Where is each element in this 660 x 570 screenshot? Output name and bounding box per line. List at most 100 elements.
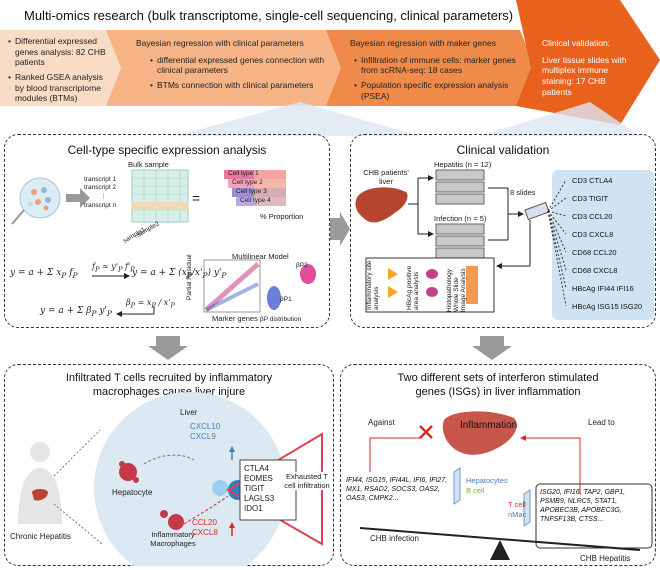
equals-sign: = xyxy=(192,190,201,206)
stage-4-bullet-1: Liver tissue slides with multiplex immun… xyxy=(542,54,627,97)
beta-p2-label: βP2 xyxy=(296,262,308,269)
left-cell-icon xyxy=(453,467,461,505)
hepatitis-label: Hepatitis (n = 12) xyxy=(434,160,492,169)
right-gene-box xyxy=(535,483,653,549)
cxcl9-label: CXCL9 xyxy=(190,432,216,441)
infection-label: Infection (n = 5) xyxy=(434,214,487,223)
formula-beta: βP = xP / x'P xyxy=(126,298,175,310)
liver-icon xyxy=(355,187,408,223)
gene-tigit: TIGIT xyxy=(244,484,265,493)
tissue-dish-icon xyxy=(11,177,61,225)
arrow-down-left-icon xyxy=(148,336,188,360)
liver-circle xyxy=(94,392,286,566)
transcript-1-label: transcript 1 xyxy=(84,176,117,183)
human-figure-icon xyxy=(18,442,62,524)
single-slide-icon xyxy=(524,201,550,221)
exhaustion-genes: CTLA4 EOMES TIGIT LAGLS3 IDO1 xyxy=(244,464,274,514)
panel-a-title: Cell-type specific expression analysis xyxy=(67,143,267,157)
stage-2-shape xyxy=(106,30,345,106)
cxcl10-label: CXCL10 xyxy=(190,422,221,431)
exhaustion-gene-box xyxy=(239,459,297,521)
stage-1-bullet-2: Ranked GSEA analysis by blood transcript… xyxy=(14,71,103,104)
stage-2-head: Bayesian regression with clinical parame… xyxy=(136,38,304,48)
stage-3-head: Bayesian regression with maker genes xyxy=(350,38,496,48)
balance-scale xyxy=(359,527,641,560)
marker-box xyxy=(552,170,654,320)
marker-4: CD3 CXCL8 xyxy=(572,230,614,239)
panel-clinical-validation xyxy=(350,134,656,328)
gene-lagls3: LAGLS3 xyxy=(244,494,275,503)
arrow-to-validation-icon xyxy=(330,212,350,246)
arrow-right-icon xyxy=(66,188,90,208)
panel-isgs xyxy=(340,364,656,566)
marker-2: CD3 TIGIT xyxy=(572,194,609,203)
macrophage-icon xyxy=(160,510,184,530)
proportion-label: % Proportion xyxy=(260,212,304,221)
bulk-sample-grid xyxy=(131,169,189,223)
panel-b-graphics xyxy=(355,169,654,320)
stage-4-shape xyxy=(516,0,660,125)
pipeline-arrow xyxy=(0,0,660,125)
panel-c-title-1: Infiltrated T cells recruited by inflamm… xyxy=(65,372,273,384)
hepatocyte-label: Hepatocyte xyxy=(112,488,153,497)
right-cell-icon xyxy=(523,489,531,527)
panel-c-graphics xyxy=(18,392,323,566)
gene-eomes: EOMES xyxy=(244,474,273,483)
panel-d-graphics xyxy=(359,411,653,560)
macrophages-label: Inflammatory Macrophages xyxy=(150,530,196,548)
formula-2: y = a + Σ (xP/x'P) y'P xyxy=(132,268,227,280)
marker-6: CD68 CXCL8 xyxy=(572,266,618,275)
cell-type-1-label: Cell type 1 xyxy=(228,170,259,177)
stage-2-bullet-1: differential expressed genes connection … xyxy=(156,54,325,76)
play-icon-1 xyxy=(388,268,398,280)
nmac-label: nMac xyxy=(508,510,527,519)
liver-label: Liver xyxy=(180,408,198,417)
marker-genes-label: Marker genes xyxy=(212,314,258,323)
marker-list: CD3 CTLA4 CD3 TIGIT CD3 CCL20 CD3 CXCL8 … xyxy=(552,170,656,320)
marker-8: HBcAg ISG15 ISG20 xyxy=(572,302,643,311)
play-icon-2 xyxy=(388,286,398,298)
cxcl8-label: CXCL8 xyxy=(192,528,218,537)
page-title: Multi-omics research (bulk transcriptome… xyxy=(24,8,514,23)
tcell-label: T cell xyxy=(508,500,526,509)
stage-4: Clinical validation: Liver tissue slides… xyxy=(542,38,632,97)
partial-residual-plot xyxy=(203,259,261,313)
gene-ido1: IDO1 xyxy=(244,504,263,513)
analysis-2: HBcAg positive area analysis xyxy=(406,265,420,310)
exhausted-label: Exhausted T cell infiltration xyxy=(284,472,330,490)
panel-d-title-2: genes (ISGs) in liver inflammation xyxy=(415,386,581,398)
right-gene-list: ISG20, IFI16, TAP2, GBP1, PSMB9, NLRC5, … xyxy=(540,489,626,524)
chb-infection-label: CHB infection xyxy=(370,534,419,543)
panel-d-title-1: Two different sets of interferon stimula… xyxy=(397,372,599,384)
slide-stack-infection xyxy=(435,223,485,259)
formula-1: y = a + Σ xP fP xyxy=(10,268,78,280)
patients-liver-label: CHB patients' liver xyxy=(363,168,409,186)
analysis-3: Histopathology Whole Slide Image Analysi… xyxy=(446,268,467,312)
hepatocyte-icon xyxy=(119,461,139,483)
cell-type-4-label: Cell type 4 xyxy=(240,197,271,204)
stage-2-bullet-2: BTMs connection with clinical parameters xyxy=(156,79,314,90)
marker-5: CD68 CCL20 xyxy=(572,248,617,257)
transcript-dots: ⋮ xyxy=(100,193,107,200)
stage-2: Bayesian regression with clinical parame… xyxy=(136,38,325,90)
stage-4-head: Clinical validation: xyxy=(542,38,611,48)
panel-b-title: Clinical validation xyxy=(456,143,550,157)
stage-3-shape xyxy=(326,30,535,106)
inflammation-label: Inflammation xyxy=(460,420,518,431)
bulk-sample-label: Bulk sample xyxy=(128,160,169,169)
connector-shapes xyxy=(175,102,640,136)
marker-1: CD3 CTLA4 xyxy=(572,176,613,185)
arrow-down-right-icon xyxy=(472,336,512,360)
marker-7: HBcAg IFI44 IFI16 xyxy=(572,284,634,293)
chb-hepatitis-label: CHB Hepatitis xyxy=(580,554,631,563)
slides-label: 8 slides xyxy=(510,188,536,197)
slide-stack-hepatitis xyxy=(435,169,485,205)
formula-3: y = a + Σ βP y'P xyxy=(40,306,112,318)
partial-residual-label: Partial Residual xyxy=(186,254,193,300)
transcript-n-label: transcript n xyxy=(84,202,117,209)
cell-type-3-label: Cell type 3 xyxy=(236,188,267,195)
hepatocytes-label: Hepatocytes xyxy=(466,476,508,485)
beta-distribution-violins xyxy=(267,264,316,310)
chronic-hepatitis-label: Chronic Hepatitis xyxy=(10,532,71,541)
panel-a-graphics xyxy=(11,169,316,317)
